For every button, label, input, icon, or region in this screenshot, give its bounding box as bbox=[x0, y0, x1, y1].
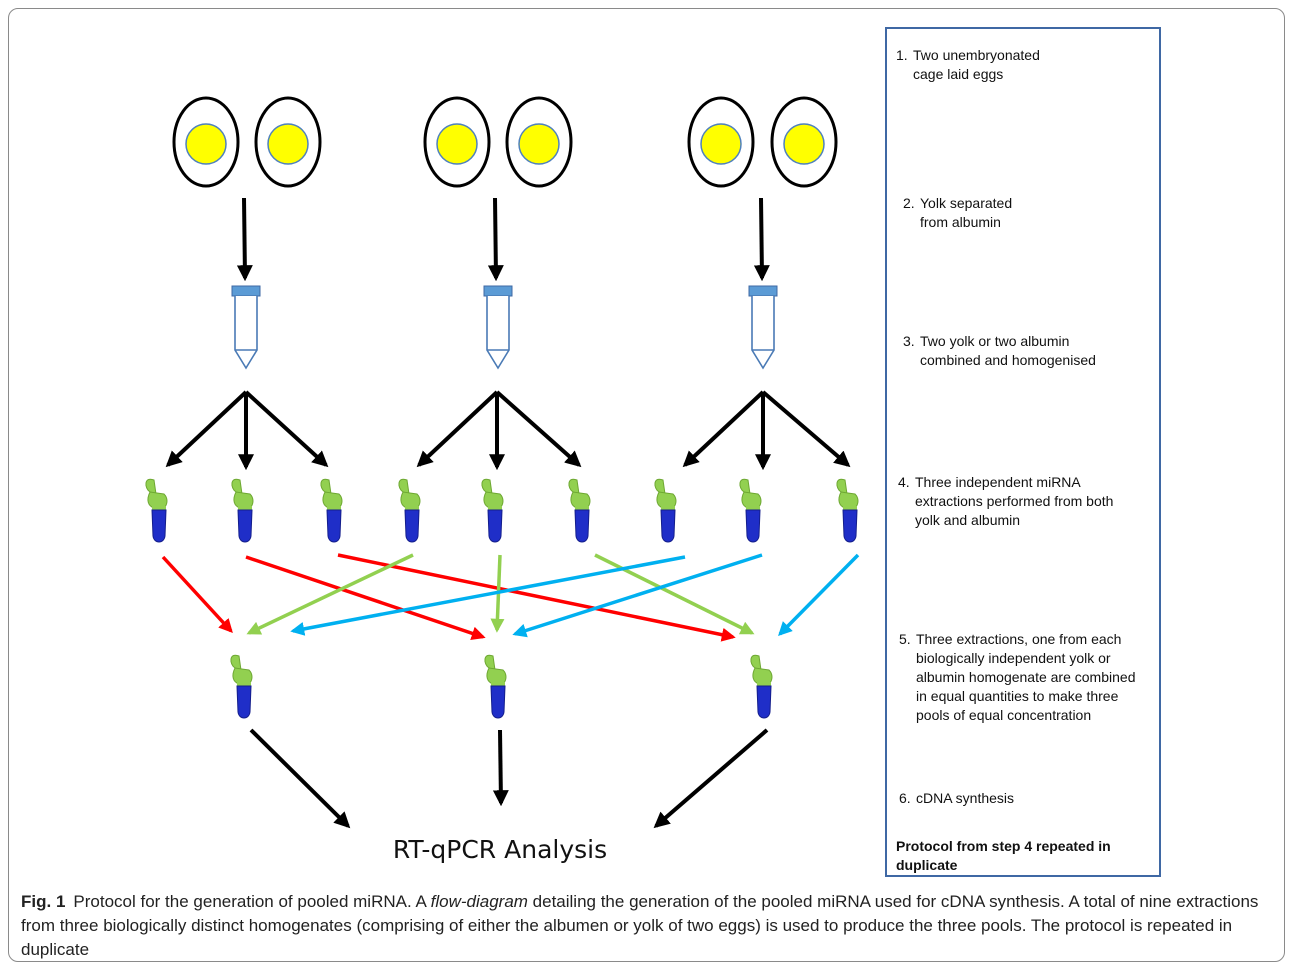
extraction-row bbox=[145, 478, 859, 543]
steps-panel bbox=[885, 27, 1161, 877]
arrow-icon bbox=[487, 197, 504, 282]
step-number: 6. bbox=[899, 790, 911, 806]
microtube-icon bbox=[231, 478, 254, 543]
step-number: 1. bbox=[896, 47, 908, 63]
step-text: biologically independent yolk or bbox=[916, 650, 1111, 666]
step-text: Two unembryonated bbox=[913, 47, 1040, 63]
egg-icon bbox=[505, 96, 573, 188]
microtube-icon bbox=[320, 478, 343, 543]
step-text: albumin homogenate are combined bbox=[916, 669, 1136, 685]
pool-row bbox=[230, 654, 773, 719]
arrow-icon bbox=[337, 553, 736, 642]
step-text: in equal quantities to make three bbox=[916, 688, 1119, 704]
egg-icon bbox=[423, 96, 491, 188]
step-text: Three independent miRNA bbox=[915, 474, 1081, 490]
arrow-icon bbox=[753, 197, 770, 282]
arrow-icon bbox=[682, 390, 765, 468]
arrow-icon bbox=[778, 553, 860, 636]
blue-pool-arrows bbox=[290, 553, 860, 638]
egg-group-1 bbox=[172, 96, 322, 188]
protocol-note: Protocol from step 4 repeated in duplica… bbox=[896, 838, 1111, 873]
arrow-icon bbox=[416, 390, 499, 468]
step-text: Three extractions, one from each bbox=[916, 631, 1122, 647]
microtube-icon bbox=[836, 478, 859, 543]
step-1: 1. Two unembryonated cage laid eggs bbox=[896, 46, 1040, 84]
egg-group-2 bbox=[423, 96, 573, 188]
arrow-icon bbox=[761, 390, 851, 468]
arrow-icon bbox=[161, 555, 233, 634]
microtube-icon bbox=[750, 654, 773, 719]
step-text: combined and homogenised bbox=[920, 352, 1096, 368]
step-4: 4. Three independent miRNA extractions pe… bbox=[898, 473, 1113, 530]
step-text: from albumin bbox=[920, 214, 1001, 230]
split-arrows bbox=[165, 390, 851, 471]
caption-italic: flow-diagram bbox=[430, 892, 528, 911]
step-number: 3. bbox=[903, 333, 915, 349]
egg-icon bbox=[770, 96, 838, 188]
caption-text: Protocol for the generation of pooled mi… bbox=[73, 892, 431, 911]
step-2: 2. Yolk separated from albumin bbox=[903, 194, 1012, 232]
centrifuge-tube-icon bbox=[748, 285, 778, 369]
egg-icon bbox=[172, 96, 240, 188]
step-text: extractions performed from both bbox=[915, 493, 1114, 509]
red-pool-arrows bbox=[161, 553, 736, 642]
centrifuge-tube-icon bbox=[231, 285, 261, 369]
step-text: Yolk separated bbox=[920, 195, 1013, 211]
step-text: cage laid eggs bbox=[913, 66, 1004, 82]
microtube-icon bbox=[398, 478, 421, 543]
microtube-icon bbox=[481, 478, 504, 543]
step-number: 5. bbox=[899, 631, 911, 647]
arrow-icon bbox=[492, 729, 509, 807]
arrow-icon bbox=[244, 390, 329, 468]
step-number: 2. bbox=[903, 195, 915, 211]
arrow-icon bbox=[653, 728, 769, 829]
step-6: 6. cDNA synthesis bbox=[899, 789, 1014, 808]
microtube-icon bbox=[230, 654, 253, 719]
step-5: 5. Three extractions, one from each biolo… bbox=[899, 630, 1135, 725]
microtube-icon bbox=[145, 478, 168, 543]
egg-group-3 bbox=[687, 96, 838, 188]
egg-icon bbox=[687, 96, 755, 188]
step-text: cDNA synthesis bbox=[916, 790, 1015, 806]
caption-text: detailing the generation of the pooled m… bbox=[21, 892, 1259, 959]
figure-frame bbox=[8, 8, 1285, 962]
microtube-icon bbox=[739, 478, 762, 543]
arrow-icon bbox=[290, 555, 686, 636]
egg-icon bbox=[254, 96, 322, 188]
centrifuge-tube-icon bbox=[483, 285, 513, 369]
step-text: yolk and albumin bbox=[915, 512, 1021, 528]
arrow-icon bbox=[495, 390, 582, 468]
caption-label: Fig. 1 bbox=[21, 892, 66, 911]
arrow-icon bbox=[246, 553, 414, 635]
arrow-icon bbox=[236, 197, 253, 282]
step-text: Two yolk or two albumin bbox=[920, 333, 1070, 349]
figure-caption: Fig. 1 Protocol for the generation of poo… bbox=[21, 890, 1276, 962]
step-3: 3. Two yolk or two albumin combined and h… bbox=[903, 332, 1096, 370]
step-text: pools of equal concentration bbox=[916, 707, 1092, 723]
arrow-icon bbox=[512, 553, 763, 638]
microtube-icon bbox=[568, 478, 591, 543]
analysis-arrows bbox=[249, 728, 769, 829]
step-number: 4. bbox=[898, 474, 910, 490]
arrow-icon bbox=[249, 728, 351, 829]
egg-to-tube-arrows bbox=[236, 197, 770, 282]
analysis-label: RT-qPCR Analysis bbox=[392, 835, 608, 864]
arrow-icon bbox=[245, 555, 486, 641]
green-pool-arrows bbox=[246, 553, 755, 635]
microtube-icon bbox=[654, 478, 677, 543]
arrow-icon bbox=[165, 390, 248, 468]
microtube-icon bbox=[484, 654, 507, 719]
